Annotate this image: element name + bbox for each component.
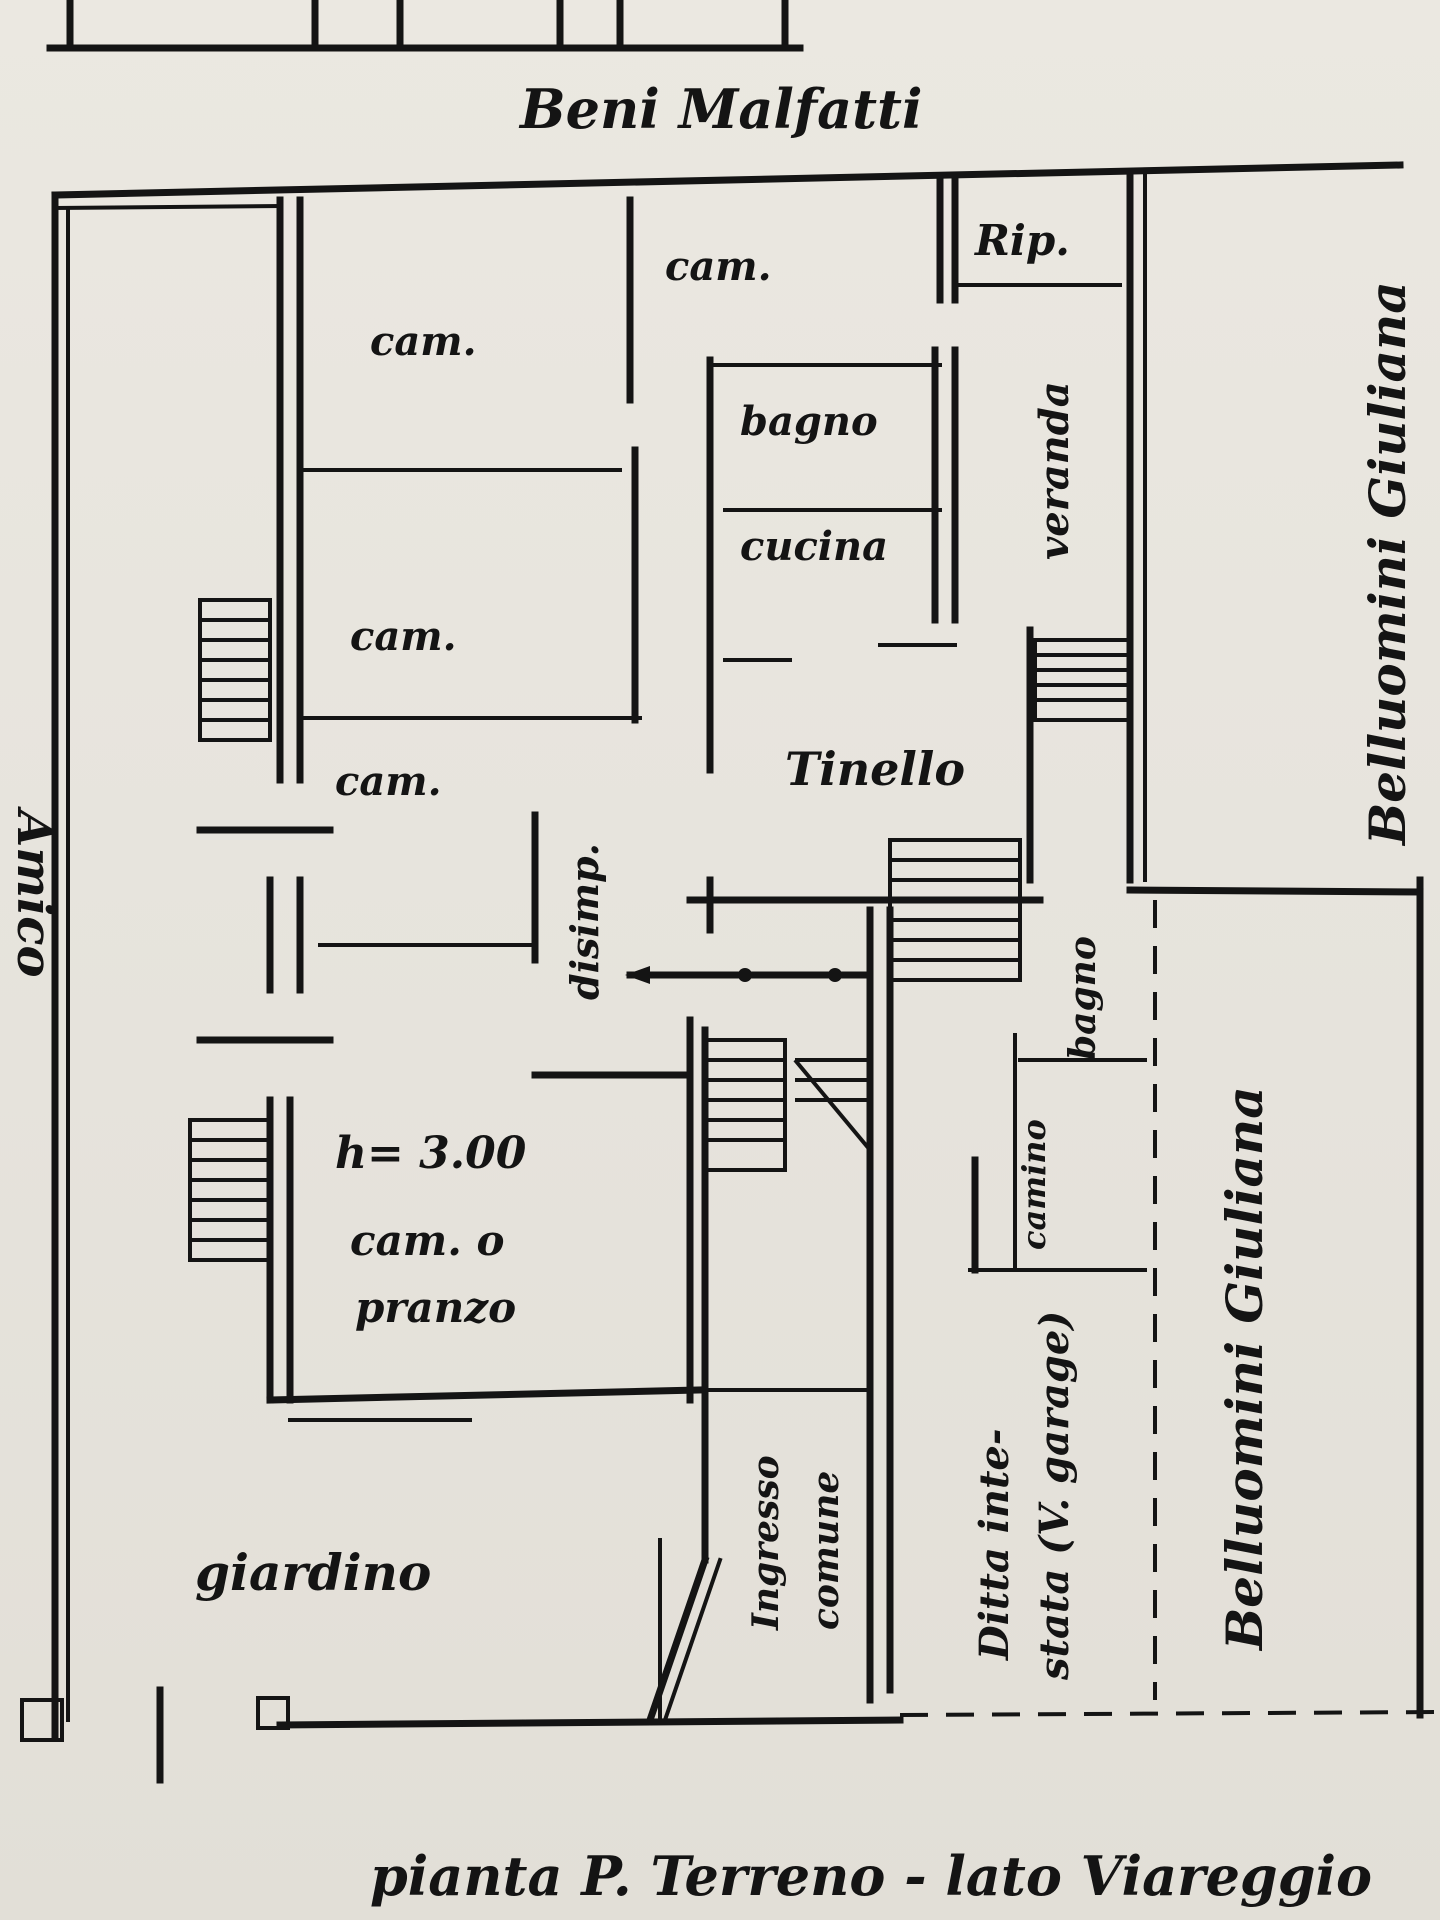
label-cucina: cucina [740, 523, 888, 570]
label-neighbor-right-lower: Belluomini Giuliana [1215, 1086, 1274, 1652]
label-neighbor-right-upper: Belluomini Giuliana [1358, 281, 1417, 847]
neighbor-building-top [46, 0, 804, 52]
label-cam-o-pranzo-2: pranzo [355, 1283, 516, 1332]
label-veranda: veranda [1031, 381, 1078, 560]
label-cam-o-pranzo-1: cam. o [350, 1216, 505, 1265]
label-height-note: h= 3.00 [335, 1128, 527, 1179]
label-cam-top-left: cam. [370, 318, 477, 365]
label-ditta-2: stata (V. garage) [1031, 1311, 1078, 1681]
entry-arrow [625, 966, 852, 984]
label-cam-middle: cam. [350, 613, 457, 660]
label-bagno-upper: bagno [740, 398, 878, 445]
label-ingresso-2: comune [805, 1471, 847, 1630]
label-caption: pianta P. Terreno - lato Viareggio [370, 1844, 1372, 1908]
label-giardino: giardino [195, 1543, 431, 1602]
label-ripostiglio: Rip. [974, 216, 1070, 265]
stair-left-lower [188, 1118, 272, 1262]
label-left-edge: Amico [6, 806, 62, 978]
label-camino: camino [1015, 1119, 1053, 1250]
label-disimpegno: disimp. [562, 843, 607, 1000]
stair-central [888, 838, 1022, 982]
label-tinello: Tinello [785, 742, 965, 796]
labels: Beni Malfatti Amico Rip. cam. cam. bagno… [6, 77, 1417, 1908]
label-ingresso-1: Ingresso [745, 1455, 787, 1631]
right-boundary [1126, 171, 1424, 1719]
stair-left-upper [198, 598, 272, 742]
label-bagno-lower: bagno [1062, 936, 1104, 1060]
property-boundary [20, 161, 1440, 1784]
label-cam-top-center: cam. [665, 243, 772, 290]
label-neighbor-top: Beni Malfatti [518, 77, 922, 141]
stair-veranda [1033, 638, 1132, 722]
label-ditta-1: Ditta inte- [971, 1429, 1018, 1661]
stair-entrance [703, 1038, 872, 1172]
stairs [188, 598, 1132, 1262]
label-cam-lower-left: cam. [335, 758, 442, 805]
